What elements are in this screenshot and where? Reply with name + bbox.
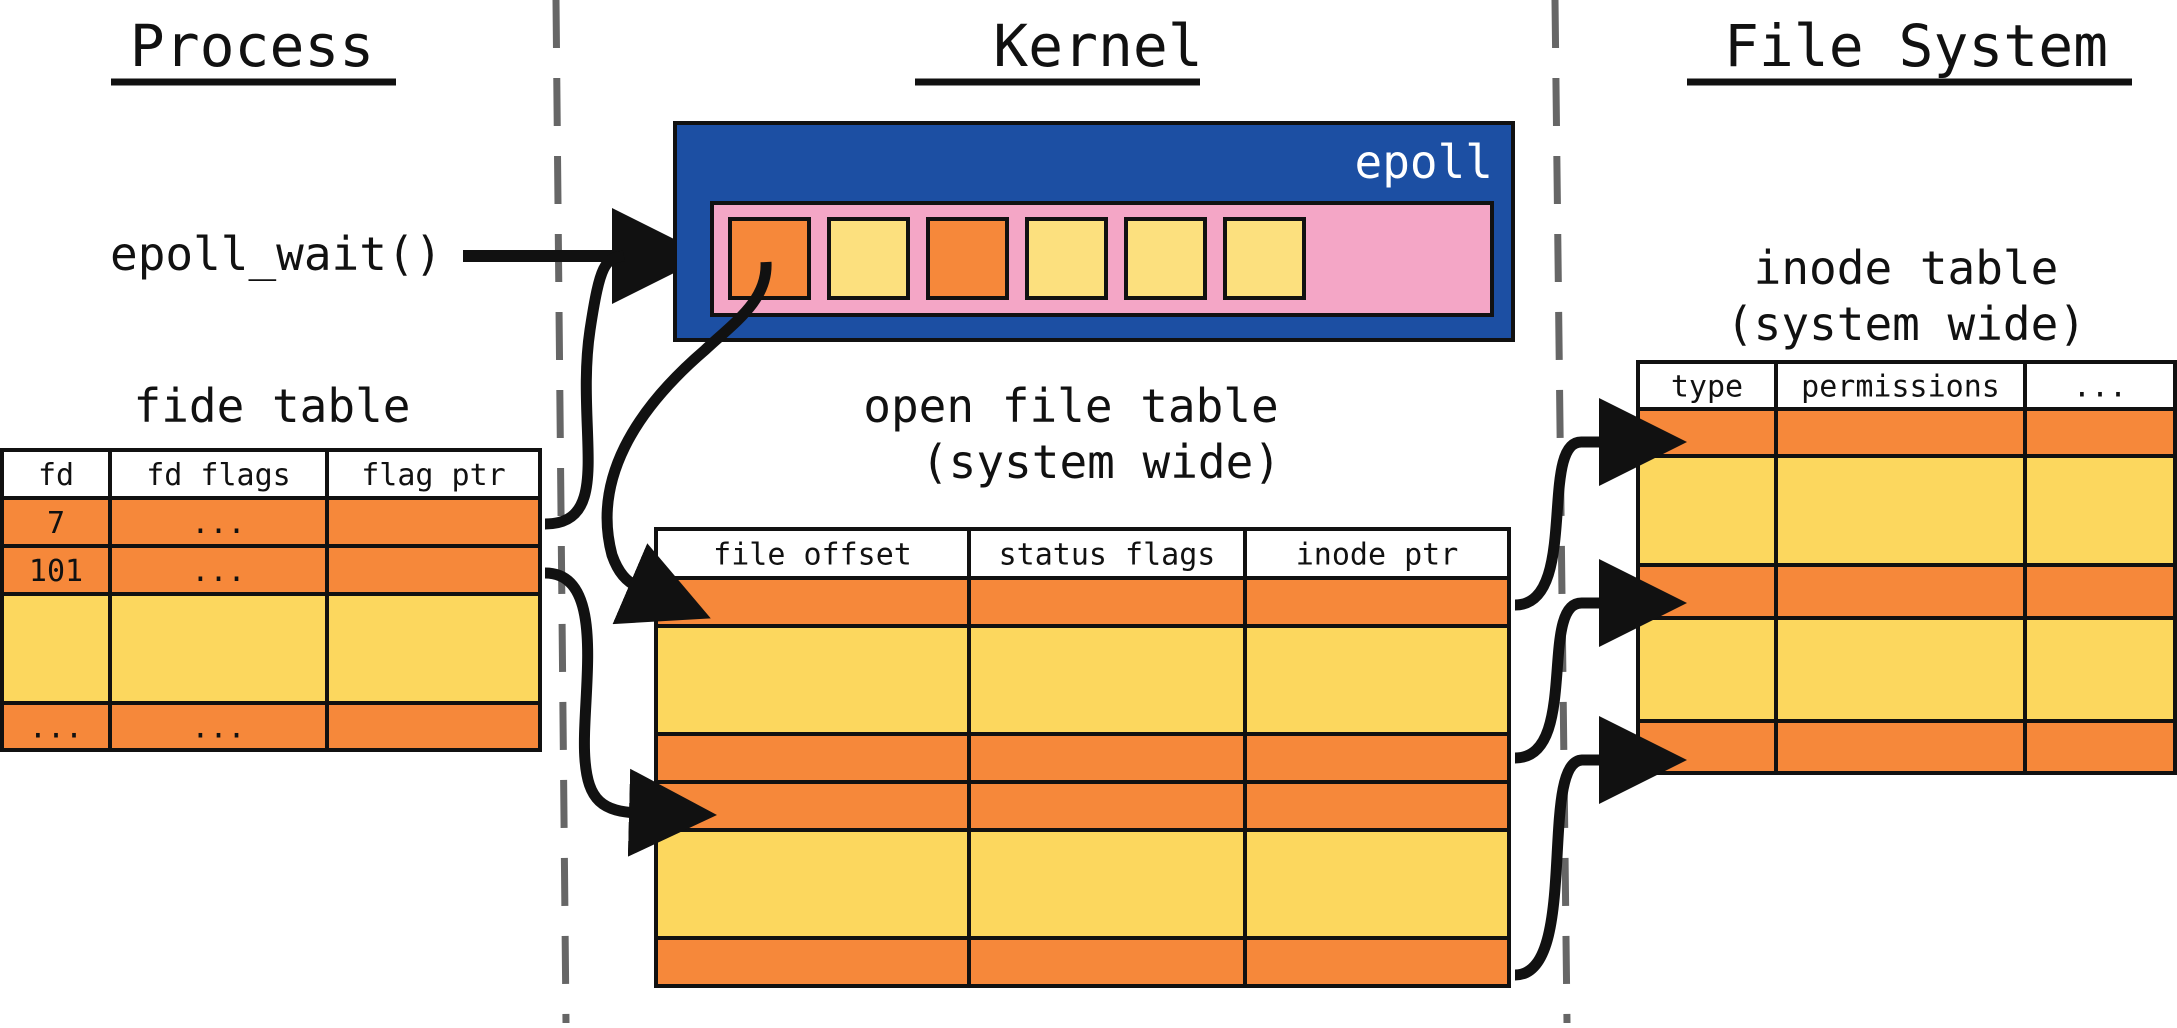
table-cell: ... xyxy=(191,506,245,541)
fd-table-title: fide table xyxy=(134,379,411,433)
table-header-row xyxy=(2,450,540,498)
epoll-title: epoll xyxy=(1355,135,1493,189)
table-cell: 101 xyxy=(29,554,83,589)
table-row xyxy=(2,546,540,594)
heading-file-system: File System xyxy=(1724,12,2108,80)
table-header-cell: status flags xyxy=(999,538,1216,573)
fd-table: fd fd flags flag ptr 7... 101......... xyxy=(0,448,542,752)
epoll-slot-idle xyxy=(827,217,910,300)
arrow-epoll-to-open-file xyxy=(601,261,772,625)
table-row xyxy=(656,782,1509,830)
inode-table: type permissions... xyxy=(1636,360,2177,775)
epoll-slots xyxy=(728,217,1306,300)
open-file-table: file offset status flags inode ptr xyxy=(654,527,1511,988)
table-cell: ... xyxy=(191,554,245,589)
open-file-table-title-line1: open file table xyxy=(863,379,1278,433)
arrow-fd7-to-epoll xyxy=(544,250,625,530)
table-header-cell: fd xyxy=(38,458,74,493)
table-row xyxy=(1638,456,2175,565)
table-cell: 7 xyxy=(47,506,65,541)
inode-table-title-line1: inode table xyxy=(1754,241,2059,295)
table-header-row xyxy=(656,529,1509,578)
epoll-slot-ready xyxy=(926,217,1009,300)
table-row xyxy=(2,594,540,703)
table-header-cell: fd flags xyxy=(146,458,291,493)
table-row xyxy=(1638,565,2175,618)
epoll-slot-ready xyxy=(728,217,811,300)
arrow-open-file-2-to-inode xyxy=(1514,559,1687,764)
epoll-slot-idle xyxy=(1025,217,1108,300)
table-row xyxy=(2,498,540,546)
table-row xyxy=(656,830,1509,938)
heading-kernel: Kernel xyxy=(993,12,1203,80)
epoll-slot-idle xyxy=(1124,217,1207,300)
table-row xyxy=(656,734,1509,782)
arrow-open-file-1-to-inode xyxy=(1514,398,1687,611)
table-row xyxy=(1638,618,2175,721)
epoll-wait-label: epoll_wait() xyxy=(110,227,442,281)
inode-table-title-line2: (system wide) xyxy=(1726,297,2086,351)
arrow-open-file-3-to-inode xyxy=(1514,716,1687,981)
table-row xyxy=(656,938,1509,986)
table-header-cell: type xyxy=(1671,370,1743,405)
table-cell: ... xyxy=(191,711,245,746)
table-header-cell: inode ptr xyxy=(1296,538,1459,573)
table-row xyxy=(1638,721,2175,773)
epoll-slot-idle xyxy=(1223,217,1306,300)
table-cell: ... xyxy=(29,711,83,746)
table-border xyxy=(654,527,1511,988)
table-row xyxy=(656,578,1509,626)
table-header-row xyxy=(1638,362,2175,409)
table-border xyxy=(0,448,542,752)
divider-process-kernel xyxy=(552,0,570,1024)
arrow-fd101-to-open-file xyxy=(544,567,717,857)
table-row xyxy=(1638,409,2175,456)
table-header-cell: ... xyxy=(2073,370,2127,405)
open-file-table-title-line2: (system wide) xyxy=(921,435,1281,489)
table-header-cell: file offset xyxy=(713,538,912,573)
table-header-cell: flag ptr xyxy=(361,458,506,493)
heading-process: Process xyxy=(130,12,374,80)
table-header-cell: permissions xyxy=(1801,370,2000,405)
table-row xyxy=(656,626,1509,734)
table-row xyxy=(2,703,540,750)
